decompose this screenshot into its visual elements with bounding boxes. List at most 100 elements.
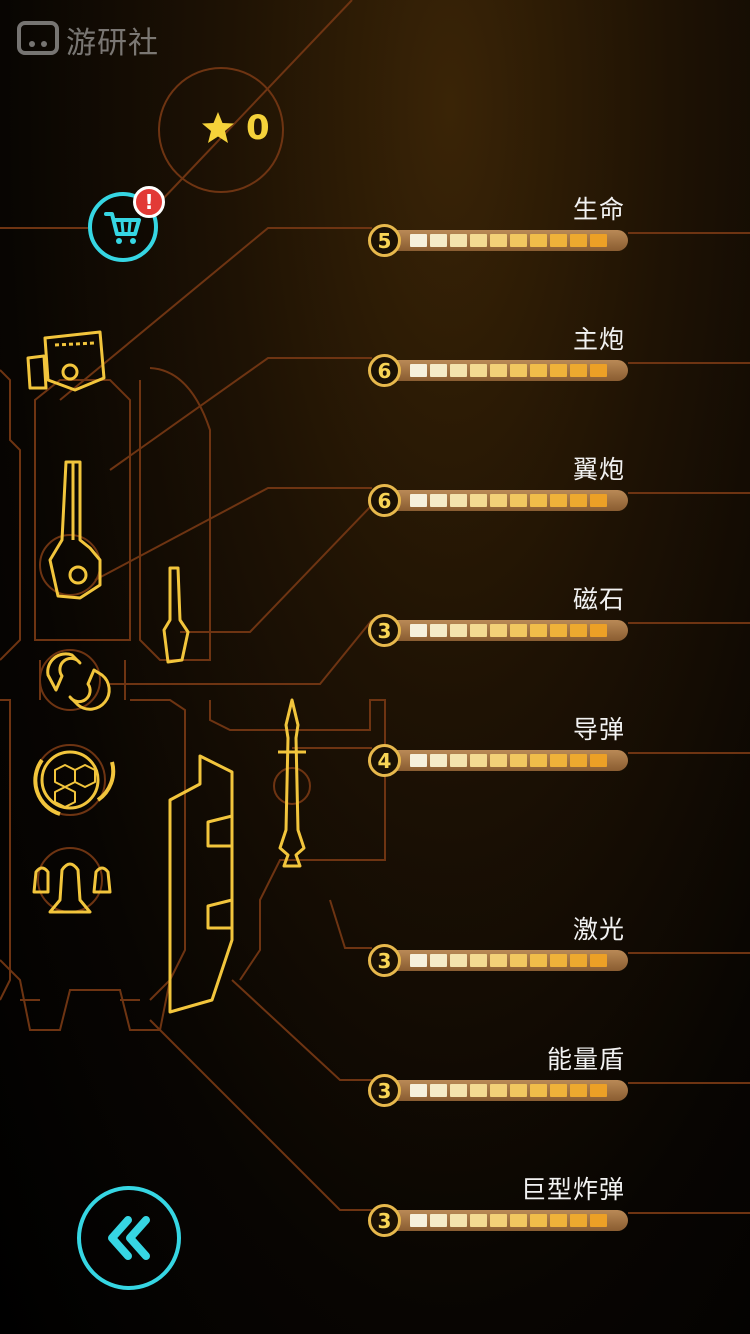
bar-segment [510,1084,527,1097]
bar-segment [590,234,607,247]
bar-segment [570,234,587,247]
bar-segment [590,364,607,377]
stat-level-badge: 3 [368,1204,401,1237]
bar-segment [430,1214,447,1227]
stat-label: 生命 [572,195,625,224]
bar-segment [530,494,547,507]
bar-segment [470,624,487,637]
bar-segment [410,624,427,637]
stat-level-badge: 6 [368,484,401,517]
double-chevron-left-icon [108,1216,150,1260]
bar-segment [410,754,427,767]
stat-row[interactable]: 能量盾 3 [368,1040,628,1107]
bar-segment [510,954,527,967]
cart-icon [104,212,141,244]
stat-label: 主炮 [572,325,625,354]
bar-segment [490,624,507,637]
stat-level-badge: 4 [368,744,401,777]
bar-segment [430,494,447,507]
bar-segment [470,754,487,767]
bar-segment [570,364,587,377]
stat-row[interactable]: 导弹 4 [368,710,628,777]
stat-progress-bar [372,360,628,381]
bar-segment [470,364,487,377]
bar-segment [530,1084,547,1097]
bar-segment [470,494,487,507]
bar-segment [410,364,427,377]
bar-segment [450,494,467,507]
stat-progress-bar [372,750,628,771]
bar-segment [510,754,527,767]
bar-segment [590,754,607,767]
bar-segment [570,624,587,637]
back-button[interactable] [77,1186,181,1290]
stat-row[interactable]: 主炮 6 [368,320,628,387]
watermark: 游研社 [16,18,159,62]
bar-segment [570,494,587,507]
stat-label: 能量盾 [546,1045,625,1074]
stat-progress-bar [372,490,628,511]
bar-segment [550,1214,567,1227]
bar-segment [530,754,547,767]
stat-progress-bar [372,950,628,971]
bar-segment [550,754,567,767]
bar-segment [510,234,527,247]
bar-segment [470,234,487,247]
star-count-value: 0 [246,108,270,148]
bar-segment [510,494,527,507]
bar-segment [490,1084,507,1097]
bar-segment [530,954,547,967]
bar-segment [530,1214,547,1227]
bar-segment [530,364,547,377]
bar-segment [590,1084,607,1097]
bar-segment [590,624,607,637]
bar-segment [450,1214,467,1227]
bar-segment [410,954,427,967]
bar-segment [430,624,447,637]
stat-level-badge: 5 [368,224,401,257]
bar-segment [430,954,447,967]
bar-segment [410,1084,427,1097]
stat-level-badge: 3 [368,1074,401,1107]
bar-segment [570,954,587,967]
bar-segment [410,1214,427,1227]
stat-progress-bar [372,1210,628,1231]
shop-alert-badge: ! [133,186,165,218]
bar-segment [470,1214,487,1227]
star-counter: 0 [200,108,270,148]
bar-segment [590,494,607,507]
bar-segment [450,234,467,247]
bar-segment [510,1214,527,1227]
bar-segment [430,1084,447,1097]
bar-segment [410,494,427,507]
watermark-text: 游研社 [66,26,159,61]
bar-segment [470,954,487,967]
gamepad-logo-icon [17,21,59,55]
stat-level-badge: 6 [368,354,401,387]
bar-segment [550,494,567,507]
bar-segment [470,1084,487,1097]
bar-segment [490,754,507,767]
stat-label: 导弹 [572,715,625,744]
bar-segment [530,234,547,247]
bar-segment [430,234,447,247]
stat-level-badge: 3 [368,944,401,977]
bar-segment [450,364,467,377]
bar-segment [550,624,567,637]
bar-segment [550,1084,567,1097]
bar-segment [450,954,467,967]
bar-segment [490,364,507,377]
bar-segment [450,1084,467,1097]
stat-progress-bar [372,620,628,641]
bar-segment [490,1214,507,1227]
stat-progress-bar [372,230,628,251]
bar-segment [410,234,427,247]
bar-segment [590,954,607,967]
stat-row[interactable]: 生命 5 [368,190,628,257]
bar-segment [490,494,507,507]
